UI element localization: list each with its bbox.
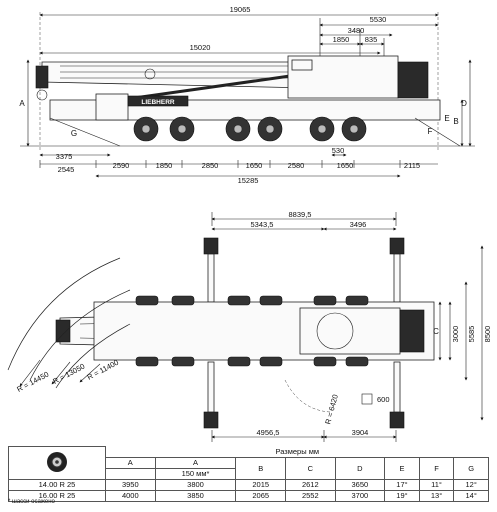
brand-text: LIEBHERR [141,99,175,106]
col-header-C: C [285,456,336,480]
label-D: D [461,99,467,108]
top-superstructure [299,307,401,355]
table-header-row: A A B C D E F G [9,456,489,480]
table-cell: 2065 [235,489,286,502]
dim-overall-length: 19065 [230,5,251,14]
brand-plate [127,95,189,107]
dim-5585: 5585 [467,326,476,343]
dim-600: 600 [377,395,390,404]
table-cell: 2015 [235,478,286,491]
dim-boom-length: 15020 [190,43,211,52]
label-C: C [433,327,439,336]
top-counterweight [399,309,425,353]
radius-13050: R = 13050 [51,362,86,386]
dim-2580: 2580 [288,161,305,170]
dim-835: 835 [365,35,378,44]
dimensions-table: Размеры мм A A B C D E F G 150 мм* 14.00… [8,446,489,502]
driver-cab [95,93,129,121]
table-cell: 19° [384,489,420,502]
table-cell: 4000 [105,489,156,502]
table-cell: 17° [384,478,420,491]
outriggers [203,237,405,429]
dim-530: 530 [332,146,345,155]
col-subheader-150: 150 мм* [154,467,237,480]
dim-2590: 2590 [113,161,130,170]
col-header-A-lowered: A [154,456,237,469]
table-cell: 3700 [334,489,386,502]
side-wheels [133,116,367,142]
top-view: 8839,5 5343,5 3496 [7,210,492,442]
label-B: B [453,117,458,126]
table-cell: 12° [453,478,489,491]
dim-8839: 8839,5 [289,210,312,219]
table-cell: 11° [418,478,455,491]
dim-rear-overhang: 5530 [370,15,387,24]
radius-11400: R = 11400 [86,358,120,382]
dim-2545: 2545 [58,165,75,174]
dim-1650-a: 1650 [246,161,263,170]
table-cell: 3800 [154,478,237,491]
table-caption-row: Размеры мм [8,446,489,480]
label-A: A [19,99,25,108]
dim-1850-bottom: 1850 [156,161,173,170]
table-cell: 2552 [285,489,336,502]
table-row: 14.00 R 25 3950 3800 2015 2612 3650 17° … [8,478,489,491]
table-cell: 2612 [285,478,336,491]
table-cell: 3850 [154,489,237,502]
dim-wheelbase: 15285 [238,176,259,185]
row-tire: 14.00 R 25 [8,478,106,491]
table-cell: 14° [453,489,489,502]
top-wheels [135,295,369,367]
row-tire: 16.00 R 25 [8,489,106,502]
dim-8500: 8500 [483,326,492,343]
table-row: 16.00 R 25 4000 3850 2065 2552 3700 19° … [8,489,489,502]
col-header-B: B [235,456,286,480]
dim-4956: 4956,5 [257,428,280,437]
top-hook-block [55,319,71,343]
dim-3375: 3375 [56,152,73,161]
table-cell: 3950 [105,478,156,491]
dim-3000: 3000 [451,326,460,343]
radius-6420: R = 6420 [323,393,340,425]
table-cell: 13° [418,489,455,502]
col-header-E: E [384,456,420,480]
dim-cab-span: 3480 [348,26,365,35]
side-view: 19065 5530 3480 1850 835 15020 LIEBHERR [19,5,475,185]
tire-icon-cell [8,446,106,480]
col-header-D: D [334,456,386,480]
dim-3904: 3904 [352,428,369,437]
hook-block [35,65,49,89]
label-F: F [428,127,433,136]
dim-2115: 2115 [404,161,420,170]
col-header-A: A [105,456,156,469]
tire-icon [47,451,67,472]
radius-14450: R = 14450 [15,370,50,394]
col-header-F: F [418,456,455,480]
counterweight [397,61,429,99]
table-cell: 3650 [334,478,386,491]
col-header-G: G [453,456,489,480]
label-G: G [71,129,77,138]
dim-1850-top: 1850 [333,35,350,44]
label-E: E [444,114,449,123]
dim-2850: 2850 [202,161,219,170]
table-caption: Размеры мм [275,447,320,456]
dim-5343: 5343,5 [251,220,274,229]
dim-3496: 3496 [350,220,367,229]
table-footnote: * шасси осажено [8,499,55,505]
dim-1650-b: 1650 [337,161,354,170]
